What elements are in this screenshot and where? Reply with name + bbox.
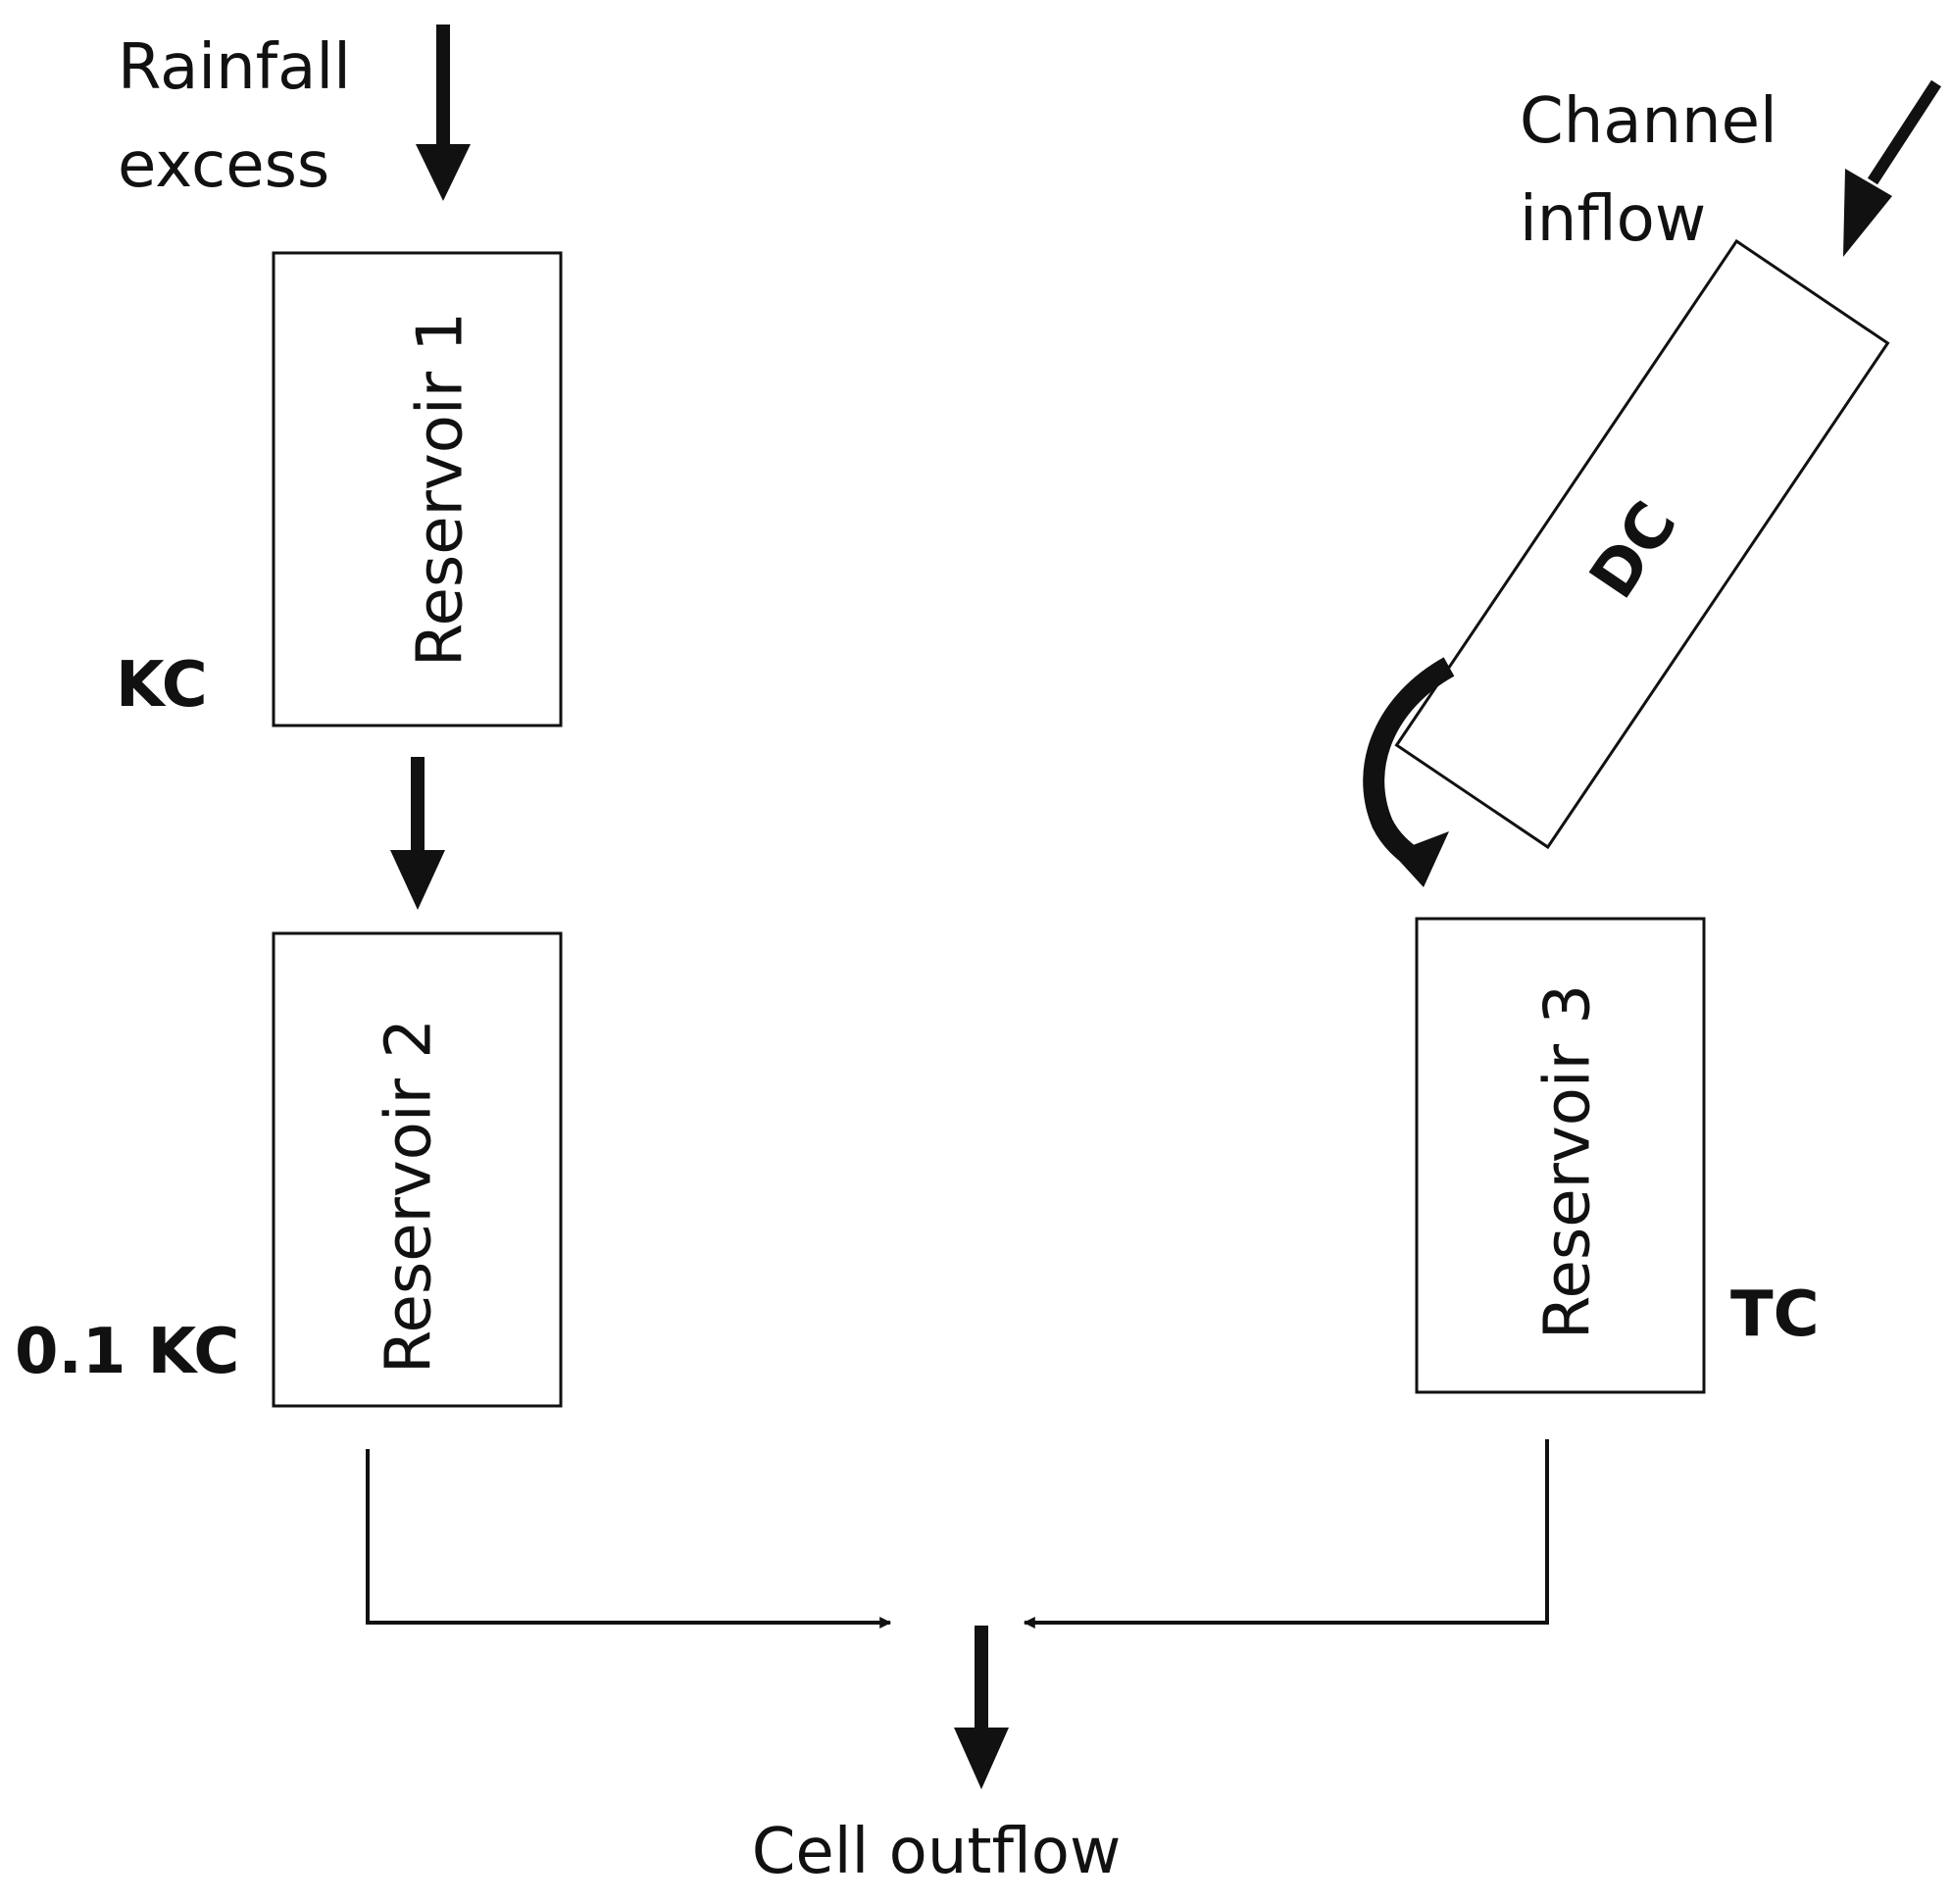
reservoir-2-outflow-connector [366,1449,892,1628]
channel-inflow-arrow [1843,79,1942,257]
cell-outflow-label: Cell outflow [752,1816,1122,1888]
reservoir-1-label: Reservoir 1 [405,312,477,667]
reservoir-3-box [1415,917,1706,1394]
dc-box: DC [1394,238,1890,850]
kc-coefficient-label: KC [116,649,208,722]
dc-to-reservoir-3-curved-arrow [1363,657,1455,887]
reservoir-1-to-2-arrow [390,757,445,910]
reservoir-2: Reservoir 2 [272,931,563,1408]
reservoir-3: Reservoir 3 [1415,917,1706,1394]
cell-outflow-arrow [954,1626,1009,1789]
rainfall-excess-label-line1: Rainfall [118,31,351,104]
reservoir-2-box [272,931,563,1408]
dc-box-rect [1394,238,1890,850]
tc-coefficient-label: TC [1730,1278,1820,1351]
point-one-kc-coefficient-label: 0.1 KC [15,1316,239,1388]
channel-inflow-label-line1: Channel [1520,85,1777,158]
reservoir-3-outflow-connector [1023,1439,1549,1628]
rainfall-excess-label-line2: excess [118,129,329,202]
reservoir-3-label: Reservoir 3 [1532,984,1605,1339]
reservoir-2-label: Reservoir 2 [374,1019,446,1374]
rainfall-arrow [416,25,471,201]
channel-inflow-label-line2: inflow [1520,183,1706,256]
reservoir-1: Reservoir 1 [272,251,563,727]
reservoir-1-box [272,251,563,727]
